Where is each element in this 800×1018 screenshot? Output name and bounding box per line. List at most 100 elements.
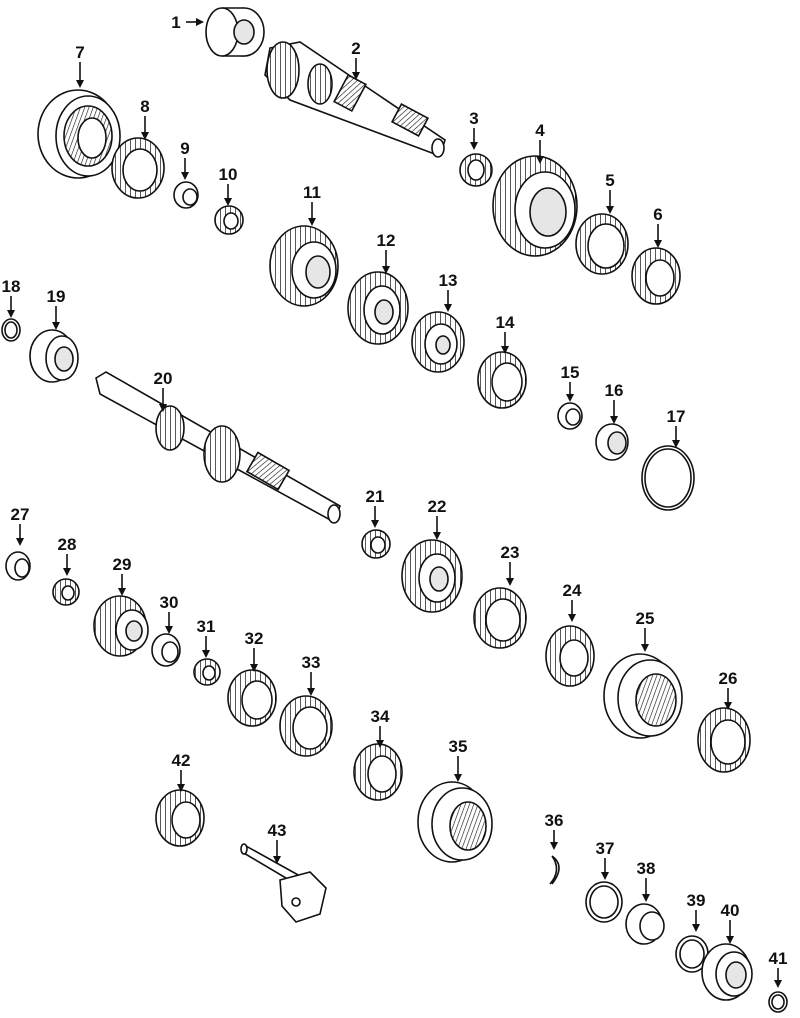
callout-19[interactable]: 19 (47, 287, 66, 330)
callout-number: 9 (180, 139, 189, 158)
part-14-gear[interactable] (477, 351, 527, 409)
callout-43[interactable]: 43 (268, 821, 287, 864)
callout-22[interactable]: 22 (428, 497, 447, 540)
part-26-synchro-ring[interactable] (697, 707, 751, 773)
callout-7[interactable]: 7 (75, 43, 85, 88)
callout-2[interactable]: 2 (351, 39, 361, 80)
part-8-synchro-ring[interactable] (111, 137, 165, 199)
callout-4[interactable]: 4 (535, 121, 545, 164)
callout-14[interactable]: 14 (496, 313, 515, 354)
part-11-gear[interactable] (269, 225, 339, 307)
callout-39[interactable]: 39 (687, 891, 706, 932)
callout-36[interactable]: 36 (545, 811, 564, 850)
part-15-bushing[interactable] (557, 402, 583, 430)
callout-31[interactable]: 31 (197, 617, 216, 658)
part-3-needle-bearing[interactable] (459, 153, 493, 187)
callout-number: 26 (719, 669, 738, 688)
callout-23[interactable]: 23 (501, 543, 520, 586)
callout-number: 40 (721, 901, 740, 920)
callout-number: 8 (140, 97, 149, 116)
part-16-bearing[interactable] (595, 423, 629, 461)
callout-29[interactable]: 29 (113, 555, 132, 596)
callout-number: 19 (47, 287, 66, 306)
callout-3[interactable]: 3 (469, 109, 479, 150)
part-7-bearing[interactable] (37, 89, 121, 179)
callout-35[interactable]: 35 (449, 737, 468, 782)
callout-13[interactable]: 13 (439, 271, 458, 312)
part-18-ring[interactable] (1, 318, 21, 342)
part-30-bushing[interactable] (151, 633, 181, 667)
part-29-gear[interactable] (93, 595, 149, 657)
part-4-gear[interactable] (492, 155, 578, 257)
part-27-bushing[interactable] (5, 551, 31, 581)
callout-38[interactable]: 38 (637, 859, 656, 902)
part-21-needle-bearing[interactable] (361, 529, 391, 559)
callout-number: 24 (563, 581, 582, 600)
callout-37[interactable]: 37 (596, 839, 615, 880)
callout-number: 22 (428, 497, 447, 516)
callout-26[interactable]: 26 (719, 669, 738, 710)
callout-33[interactable]: 33 (302, 653, 321, 696)
callout-18[interactable]: 18 (2, 277, 21, 318)
callout-17[interactable]: 17 (667, 407, 686, 448)
part-20-main-shaft[interactable] (95, 371, 341, 524)
part-43-shift-shaft[interactable] (240, 843, 327, 923)
callout-15[interactable]: 15 (561, 363, 580, 402)
callout-8[interactable]: 8 (140, 97, 150, 140)
callout-1[interactable]: 1 (171, 13, 204, 32)
callout-number: 32 (245, 629, 264, 648)
part-37-ring[interactable] (585, 881, 623, 923)
callout-number: 12 (377, 231, 396, 250)
part-2-input-shaft[interactable] (264, 41, 446, 158)
part-35-sleeve[interactable] (417, 781, 493, 863)
callout-30[interactable]: 30 (160, 593, 179, 634)
callout-20[interactable]: 20 (154, 369, 173, 412)
callout-11[interactable]: 11 (303, 183, 321, 226)
callout-32[interactable]: 32 (245, 629, 264, 672)
part-38-bushing[interactable] (625, 903, 665, 945)
callout-16[interactable]: 16 (605, 381, 624, 424)
callout-42[interactable]: 42 (172, 751, 191, 792)
callout-number: 34 (371, 707, 390, 726)
callout-41[interactable]: 41 (769, 949, 788, 988)
part-24-hub[interactable] (545, 625, 595, 687)
callout-24[interactable]: 24 (563, 581, 582, 622)
callout-number: 21 (366, 487, 385, 506)
callout-6[interactable]: 6 (653, 205, 663, 248)
callout-40[interactable]: 40 (721, 901, 740, 944)
part-32-gear[interactable] (227, 669, 277, 727)
callout-12[interactable]: 12 (377, 231, 396, 274)
part-9-bushing[interactable] (173, 181, 199, 209)
part-12-gear[interactable] (347, 271, 409, 345)
part-41-ring[interactable] (768, 991, 788, 1013)
callout-number: 20 (154, 369, 173, 388)
part-31-needle-bearing[interactable] (193, 658, 221, 686)
part-36-clip[interactable] (549, 855, 560, 885)
part-34-hub[interactable] (353, 743, 403, 801)
callout-21[interactable]: 21 (366, 487, 385, 528)
callout-number: 15 (561, 363, 580, 382)
callout-number: 18 (2, 277, 21, 296)
callout-10[interactable]: 10 (219, 165, 238, 206)
part-19-bearing[interactable] (29, 329, 79, 383)
part-33-synchro-ring[interactable] (279, 695, 333, 757)
callout-25[interactable]: 25 (636, 609, 655, 652)
part-13-gear[interactable] (411, 311, 465, 373)
part-40-bearing[interactable] (701, 943, 753, 1001)
callout-number: 11 (303, 183, 321, 202)
part-17-snap-ring[interactable] (641, 445, 695, 511)
callout-27[interactable]: 27 (11, 505, 30, 546)
part-5-synchro-ring[interactable] (575, 213, 629, 275)
part-1-bearing[interactable] (205, 7, 265, 57)
callout-34[interactable]: 34 (371, 707, 390, 748)
callout-5[interactable]: 5 (605, 171, 615, 214)
part-6-hub[interactable] (631, 247, 681, 305)
part-28-needle-bearing[interactable] (52, 578, 80, 606)
part-42-gear[interactable] (155, 789, 205, 847)
part-25-sleeve[interactable] (603, 653, 683, 739)
callout-9[interactable]: 9 (180, 139, 190, 180)
part-23-synchro-ring[interactable] (473, 587, 527, 649)
callout-28[interactable]: 28 (58, 535, 77, 576)
part-22-gear[interactable] (401, 539, 463, 613)
part-10-needle-bearing[interactable] (214, 205, 244, 235)
